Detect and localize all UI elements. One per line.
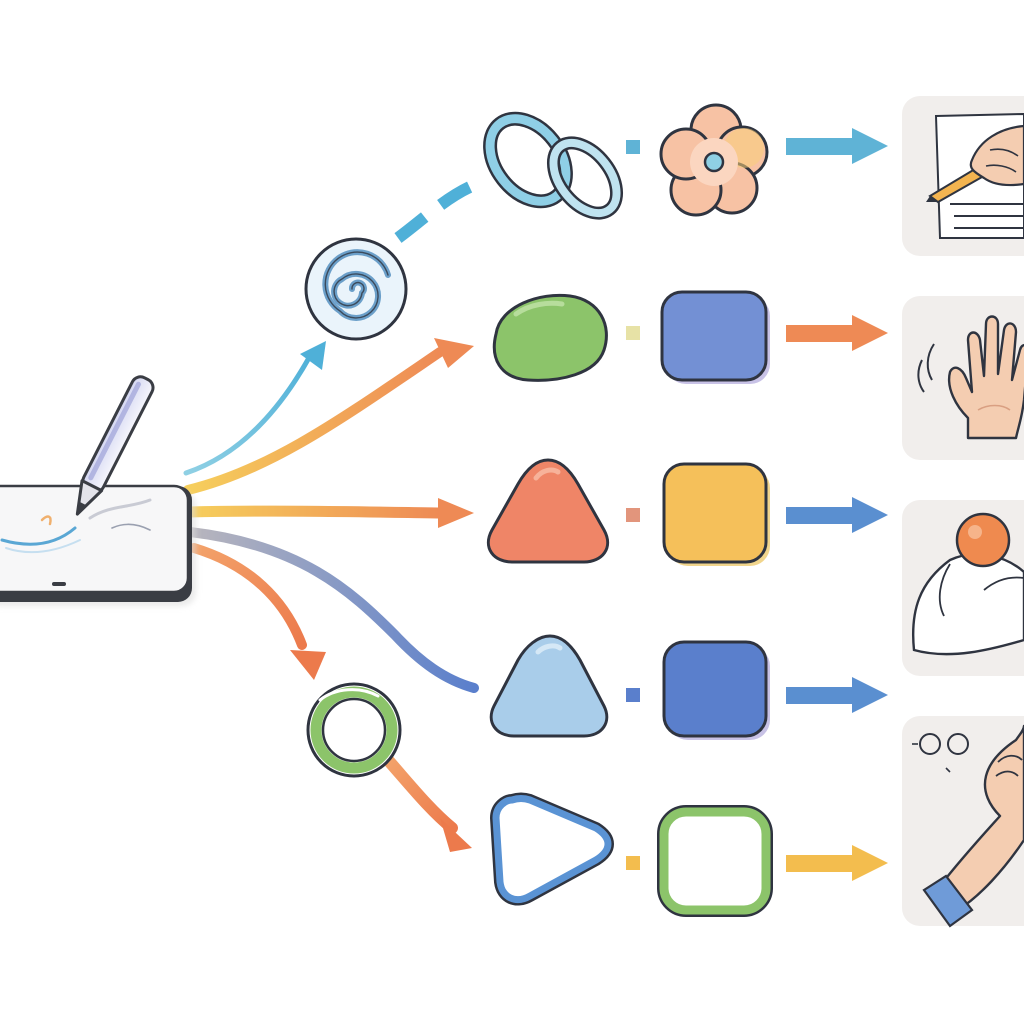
output-arrow-4 <box>786 677 888 713</box>
double-loop-icon <box>483 111 624 220</box>
blue-triangle-icon <box>489 634 609 738</box>
flower-icon <box>659 103 769 217</box>
open-hand-icon <box>902 296 1024 460</box>
red-triangle-icon <box>486 458 610 564</box>
flow-arrows <box>182 180 479 852</box>
arrow-to-blue-triangle <box>185 527 479 693</box>
ring-icon <box>306 682 402 778</box>
green-blob-icon <box>492 293 608 382</box>
hand-writing-pencil-icon <box>902 96 1024 256</box>
arrow-ring-to-outline-triangle <box>382 754 472 852</box>
rounded-square-blue-1 <box>660 290 770 384</box>
arrow-to-spiral <box>183 341 326 476</box>
outline-triangle-icon <box>490 792 614 906</box>
output-arrow-3 <box>786 497 888 533</box>
output-arrow-1 <box>786 128 888 164</box>
tablet-with-stylus-icon <box>0 375 196 606</box>
pinching-hand-icon <box>902 716 1024 928</box>
rounded-square-outline-green <box>657 805 773 917</box>
arrow-to-red-triangle <box>182 498 474 528</box>
arrow-spiral-to-loops <box>394 180 475 243</box>
rounded-square-blue-2 <box>662 640 770 740</box>
output-arrows <box>786 128 888 881</box>
arrow-to-ring <box>189 543 326 680</box>
spiral-icon <box>304 237 408 341</box>
hand-holding-ball-icon <box>902 500 1024 676</box>
output-arrow-2 <box>786 315 888 351</box>
rounded-square-yellow <box>662 462 770 566</box>
connector-dashes <box>626 140 640 870</box>
arrow-to-blob <box>183 338 474 495</box>
output-arrow-5 <box>786 845 888 881</box>
